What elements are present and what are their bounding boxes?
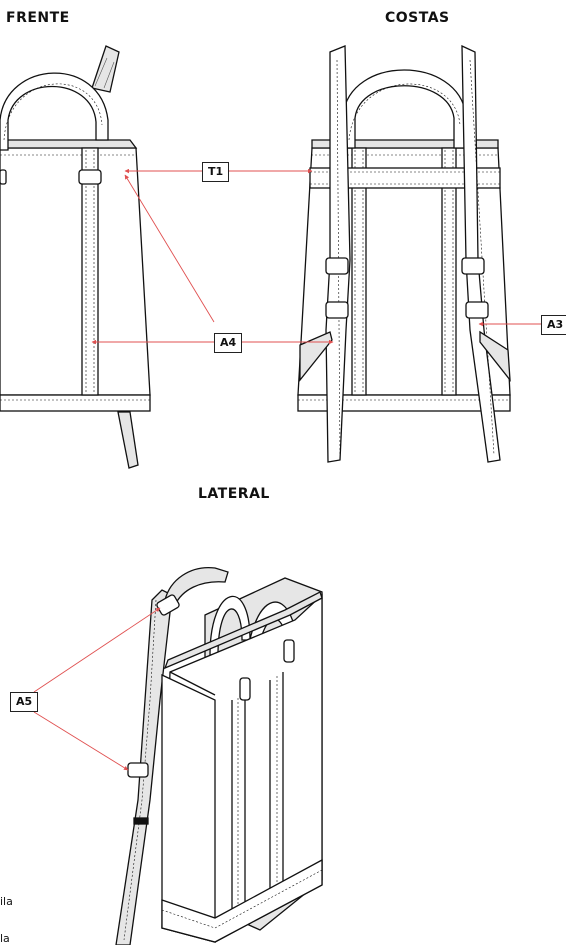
text-fragment: ila bbox=[0, 895, 13, 908]
side-view-title: LATERAL bbox=[198, 486, 270, 502]
front-shoulder-strap-top bbox=[91, 45, 120, 93]
back-shoulder-strap-right bbox=[461, 44, 501, 463]
front-shoulder-strap-bottom bbox=[117, 411, 139, 469]
front-handle-outer bbox=[0, 72, 109, 151]
back-backpack bbox=[297, 44, 511, 463]
side-backpack bbox=[115, 566, 323, 945]
callout-a3: A3 bbox=[541, 315, 566, 335]
front-body bbox=[0, 147, 151, 396]
back-view-title: COSTAS bbox=[385, 10, 450, 26]
leader-lines bbox=[33, 168, 541, 771]
callout-a4: A4 bbox=[214, 333, 243, 353]
back-shoulder-strap-left bbox=[325, 45, 351, 463]
back-handle bbox=[342, 69, 467, 149]
callout-a5: A5 bbox=[10, 692, 39, 712]
front-backpack bbox=[0, 45, 151, 469]
callout-t1: T1 bbox=[202, 162, 230, 182]
text-fragment: la bbox=[0, 932, 10, 945]
front-view-title: FRENTE bbox=[6, 10, 70, 26]
